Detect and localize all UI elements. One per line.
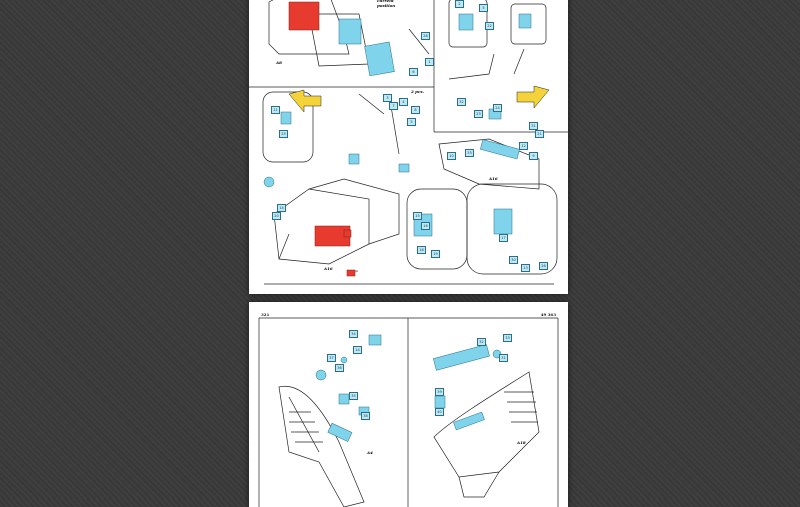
part-callout: 28 xyxy=(421,32,430,40)
section-label-a8: A8 xyxy=(276,60,282,65)
part-callout: 19 xyxy=(431,250,440,258)
page-number-left: 321 xyxy=(261,312,270,317)
part-callout: 34 xyxy=(349,330,358,338)
page-2-drawing xyxy=(258,317,559,507)
instruction-page-2: 321 49 363 xyxy=(249,302,568,507)
part-callout: 13 xyxy=(521,264,530,272)
part-callout: 14 xyxy=(353,346,362,354)
section-label-a16-right: A16 xyxy=(489,176,498,181)
part-callout: 36 xyxy=(335,364,344,372)
part-callout: 31 xyxy=(499,354,508,362)
part-callout: 22 xyxy=(485,22,494,30)
part-callout: 10 xyxy=(447,152,456,160)
part-callout: 15 xyxy=(413,212,422,220)
part-callout: 5 xyxy=(407,118,416,126)
part-callout: 20 xyxy=(272,212,281,220)
part-callout: 5 xyxy=(479,4,488,12)
page-number-right: 49 363 xyxy=(540,312,556,317)
part-callout: 23 xyxy=(474,110,483,118)
part-callout: 37 xyxy=(327,354,336,362)
part-callout: 4 xyxy=(399,98,408,106)
part-callout: 35 xyxy=(349,392,358,400)
part-callout: 12 xyxy=(519,142,528,150)
part-callout: 6 xyxy=(409,68,418,76)
part-callout: 38 xyxy=(361,412,370,420)
annotation-current-position: current position xyxy=(377,0,396,8)
legend-symbol: = xyxy=(355,268,359,273)
part-callout: 33 xyxy=(465,149,474,157)
part-callout: 1 xyxy=(425,58,434,66)
part-callout: 30 xyxy=(509,256,518,264)
part-callout: 32 xyxy=(457,98,466,106)
part-callout: 21 xyxy=(535,130,544,138)
annotation-two-pcs: 2 pcs. xyxy=(411,89,425,94)
part-callout: 11 xyxy=(271,106,280,114)
part-callout: 14 xyxy=(277,204,286,212)
part-callout: 18 xyxy=(417,246,426,254)
section-label-a18: A18 xyxy=(517,440,526,445)
part-callout: 39 xyxy=(435,388,444,396)
section-label-a16-left: A16 xyxy=(324,266,333,271)
part-callout: 8 xyxy=(411,106,420,114)
part-callout: 3 xyxy=(383,94,392,102)
part-callout: 9 xyxy=(529,152,538,160)
part-callout: 26 xyxy=(539,262,548,270)
part-callout: 25 xyxy=(279,130,288,138)
part-callout: 31 xyxy=(529,122,538,130)
part-callout: 40 xyxy=(435,408,444,416)
part-callout: 24 xyxy=(493,104,502,112)
part-callout: 33 xyxy=(503,334,512,342)
part-callout: 17 xyxy=(499,234,508,242)
part-callout: 16 xyxy=(421,222,430,230)
section-label-a4: A4 xyxy=(367,450,373,455)
part-callout: 2 xyxy=(455,0,464,8)
part-callout: 32 xyxy=(477,338,486,346)
part-callout: 7 xyxy=(389,102,398,110)
